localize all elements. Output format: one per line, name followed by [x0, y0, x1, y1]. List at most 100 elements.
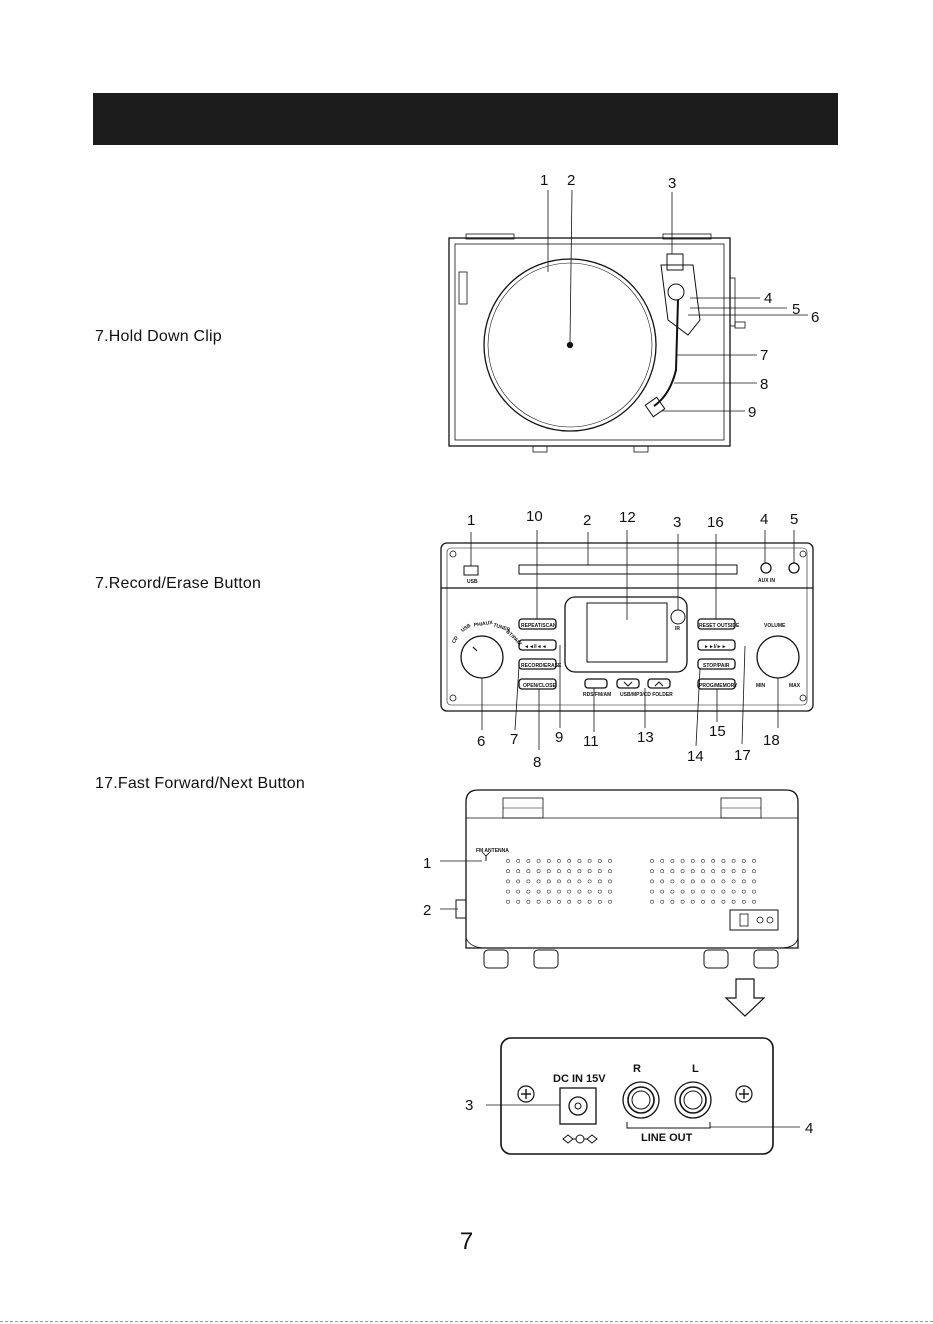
grille-hole: [608, 859, 612, 863]
prev-button: [518, 639, 557, 651]
grille-hole: [650, 869, 654, 874]
front-callout-9: 9: [555, 729, 563, 746]
grille-hole: [650, 889, 654, 894]
front-callout-16: 16: [707, 514, 724, 531]
fm-antenna-label: FM ANTENNA: [476, 848, 509, 854]
grille-hole: [721, 869, 726, 874]
grille-hole: [526, 859, 531, 863]
record-erase-button: [518, 658, 557, 670]
grille-hole: [701, 869, 705, 874]
grille-hole: [741, 859, 746, 863]
next-button: [697, 639, 736, 651]
grille-hole: [587, 879, 592, 884]
top-view-cabinet: [448, 237, 731, 447]
grille-hole: [516, 889, 521, 894]
grille-hole: [577, 899, 582, 904]
grille-hole: [557, 879, 561, 884]
grille-hole: [650, 899, 654, 904]
grille-hole: [506, 889, 510, 894]
grille-hole: [506, 859, 510, 863]
cd-slot: [518, 564, 738, 575]
screw-right-icon: [735, 1085, 753, 1103]
grille-hole: [711, 899, 716, 904]
down-arrow-icon: [724, 978, 766, 1017]
grille-hole: [741, 899, 746, 904]
r-label: R: [633, 1063, 641, 1075]
l-label: L: [692, 1063, 699, 1075]
grille-hole: [670, 889, 675, 894]
grille-hole: [506, 869, 510, 874]
grille-hole: [608, 889, 612, 894]
volume-label: VOLUME: [764, 623, 786, 629]
connector-detail-labels: DC IN 15V R L LINE OUT 3 4: [465, 1063, 813, 1144]
aux-in-jack: [760, 562, 772, 574]
grille-hole: [597, 859, 602, 863]
grille-hole: [597, 869, 602, 874]
grille-hole: [741, 879, 746, 884]
open-close-button: [518, 678, 557, 690]
grille-hole: [546, 869, 551, 874]
grille-hole: [711, 859, 716, 863]
grille-hole: [711, 879, 716, 884]
front-callout-5: 5: [790, 511, 798, 528]
spindle: [566, 341, 574, 349]
top-callout-8: 8: [760, 376, 768, 393]
func-bt-label: BT/PAIR: [504, 629, 522, 647]
func-phono-label: PH/AUX: [473, 620, 493, 629]
down-button: [616, 678, 640, 689]
program-button: [697, 678, 736, 690]
func-usb-label: USB: [460, 623, 472, 634]
back-view-cabinet: [465, 789, 799, 949]
grille-hole: [516, 899, 521, 904]
grille-hole: [650, 879, 654, 884]
platter: [483, 258, 657, 432]
grille-hole: [546, 879, 551, 884]
front-callout-14: 14: [687, 748, 704, 765]
grille-hole: [567, 859, 572, 863]
top-callout-9: 9: [748, 404, 756, 421]
caption-hold-down-clip: 7.Hold Down Clip: [95, 328, 222, 345]
grille-hole: [670, 859, 675, 863]
grille-hole: [731, 879, 736, 884]
top-callout-2: 2: [567, 172, 575, 189]
top-callout-7: 7: [760, 347, 768, 364]
grille-hole: [567, 889, 572, 894]
speaker-grille-right: [650, 859, 756, 904]
func-cd-label: CD: [451, 635, 460, 645]
front-callout-4: 4: [760, 511, 768, 528]
grille-hole: [526, 889, 531, 894]
grille-hole: [536, 859, 541, 863]
front-callout-3: 3: [673, 514, 681, 531]
grille-hole: [597, 889, 602, 894]
function-knob: [460, 635, 504, 679]
front-callout-15: 15: [709, 723, 726, 740]
back-callout-2: 2: [423, 902, 431, 919]
connector-callout-4: 4: [805, 1120, 813, 1137]
grille-hole: [557, 859, 561, 863]
usb-folder-label: USB/MP3/CD FOLDER: [620, 692, 673, 698]
repeat-scan-label: REPEAT/SCAN: [521, 623, 557, 629]
grille-hole: [587, 889, 592, 894]
grille-hole: [506, 879, 510, 884]
caption-fast-forward: 17.Fast Forward/Next Button: [95, 775, 305, 792]
usb-port: [463, 565, 479, 576]
grille-hole: [506, 899, 510, 904]
grille-hole: [546, 889, 551, 894]
grille-hole: [731, 859, 736, 863]
grille-hole: [752, 859, 756, 863]
grille-hole: [680, 889, 685, 894]
grille-hole: [690, 859, 695, 863]
repeat-scan-button: [518, 618, 557, 630]
dc-in-label: DC IN 15V: [553, 1073, 606, 1085]
grille-hole: [680, 879, 685, 884]
top-view-diagram: [448, 189, 808, 453]
front-callout-2: 2: [583, 512, 591, 529]
line-out-r-jack: [622, 1081, 660, 1119]
grille-hole: [660, 879, 665, 884]
grille-hole: [741, 889, 746, 894]
grille-hole: [516, 869, 521, 874]
grille-hole: [536, 889, 541, 894]
grille-hole: [546, 899, 551, 904]
front-callout-7: 7: [510, 731, 518, 748]
grille-hole: [721, 859, 726, 863]
